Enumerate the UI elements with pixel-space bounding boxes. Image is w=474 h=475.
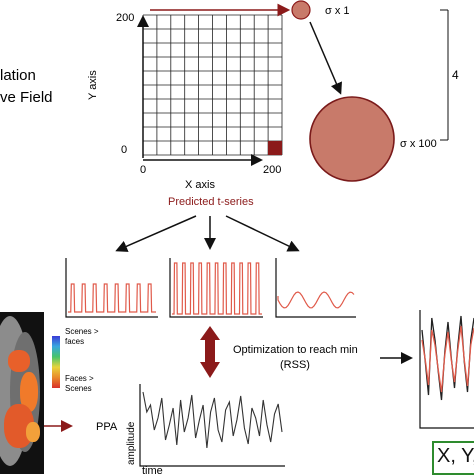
grid-y-min: 0: [121, 144, 127, 156]
sigma-large-label: σ x 100: [400, 138, 437, 150]
grid-x-min: 0: [140, 164, 146, 176]
double-arrow-shaft: [205, 338, 215, 364]
result-panel: [419, 310, 474, 429]
predicted-trace-right: [277, 291, 355, 309]
ppa-label: PPA: [96, 421, 118, 433]
brain-map-image: [0, 312, 44, 474]
optimization-line-2: (RSS): [280, 359, 310, 371]
time-label: time: [142, 465, 163, 474]
optimization-line-1: Optimization to reach min: [233, 344, 358, 356]
faces-scenes-line-1: Faces >: [65, 374, 94, 383]
large-sigma-circle: [309, 96, 395, 182]
sigma-small-label: σ x 1: [325, 5, 350, 17]
ppa-trace: [142, 391, 283, 449]
arrow-to-panel-left: [115, 215, 197, 252]
panel-right: [275, 258, 356, 318]
panel-middle: [169, 258, 263, 318]
title-line-2: ve Field: [0, 89, 53, 106]
predicted-trace-left: [68, 283, 156, 313]
pixel-grid: [142, 14, 283, 156]
title-line-1: lation: [0, 67, 36, 84]
grid-y-max: 200: [116, 12, 134, 24]
arrow-to-panel-right: [225, 215, 300, 252]
color-scale-bar: [52, 336, 60, 388]
double-arrow-bottom: [200, 362, 220, 378]
ppa-panel: [139, 384, 285, 467]
grid-x-max: 200: [263, 164, 281, 176]
highlighted-pixel: [268, 141, 282, 155]
faces-scenes-line-2: Scenes: [65, 384, 92, 393]
scenes-faces-line-1: Scenes >: [65, 327, 99, 336]
result-parameters-box: X, Y,: [432, 441, 474, 475]
predicted-trace-middle: [172, 262, 262, 315]
double-arrow-top: [200, 326, 220, 340]
result-label: X, Y,: [437, 445, 474, 467]
amplitude-label: amplitude: [126, 421, 137, 465]
panel-left: [65, 258, 158, 318]
result-trace-model: [421, 325, 474, 393]
arrow-to-large-circle: [309, 21, 342, 95]
x-axis-label: X axis: [185, 179, 215, 191]
scenes-faces-line-2: faces: [65, 337, 84, 346]
small-sigma-circle: [291, 0, 311, 20]
predicted-label: Predicted t-series: [168, 196, 254, 208]
y-axis-label: Y axis: [87, 70, 99, 100]
side-number: 4: [452, 68, 459, 82]
